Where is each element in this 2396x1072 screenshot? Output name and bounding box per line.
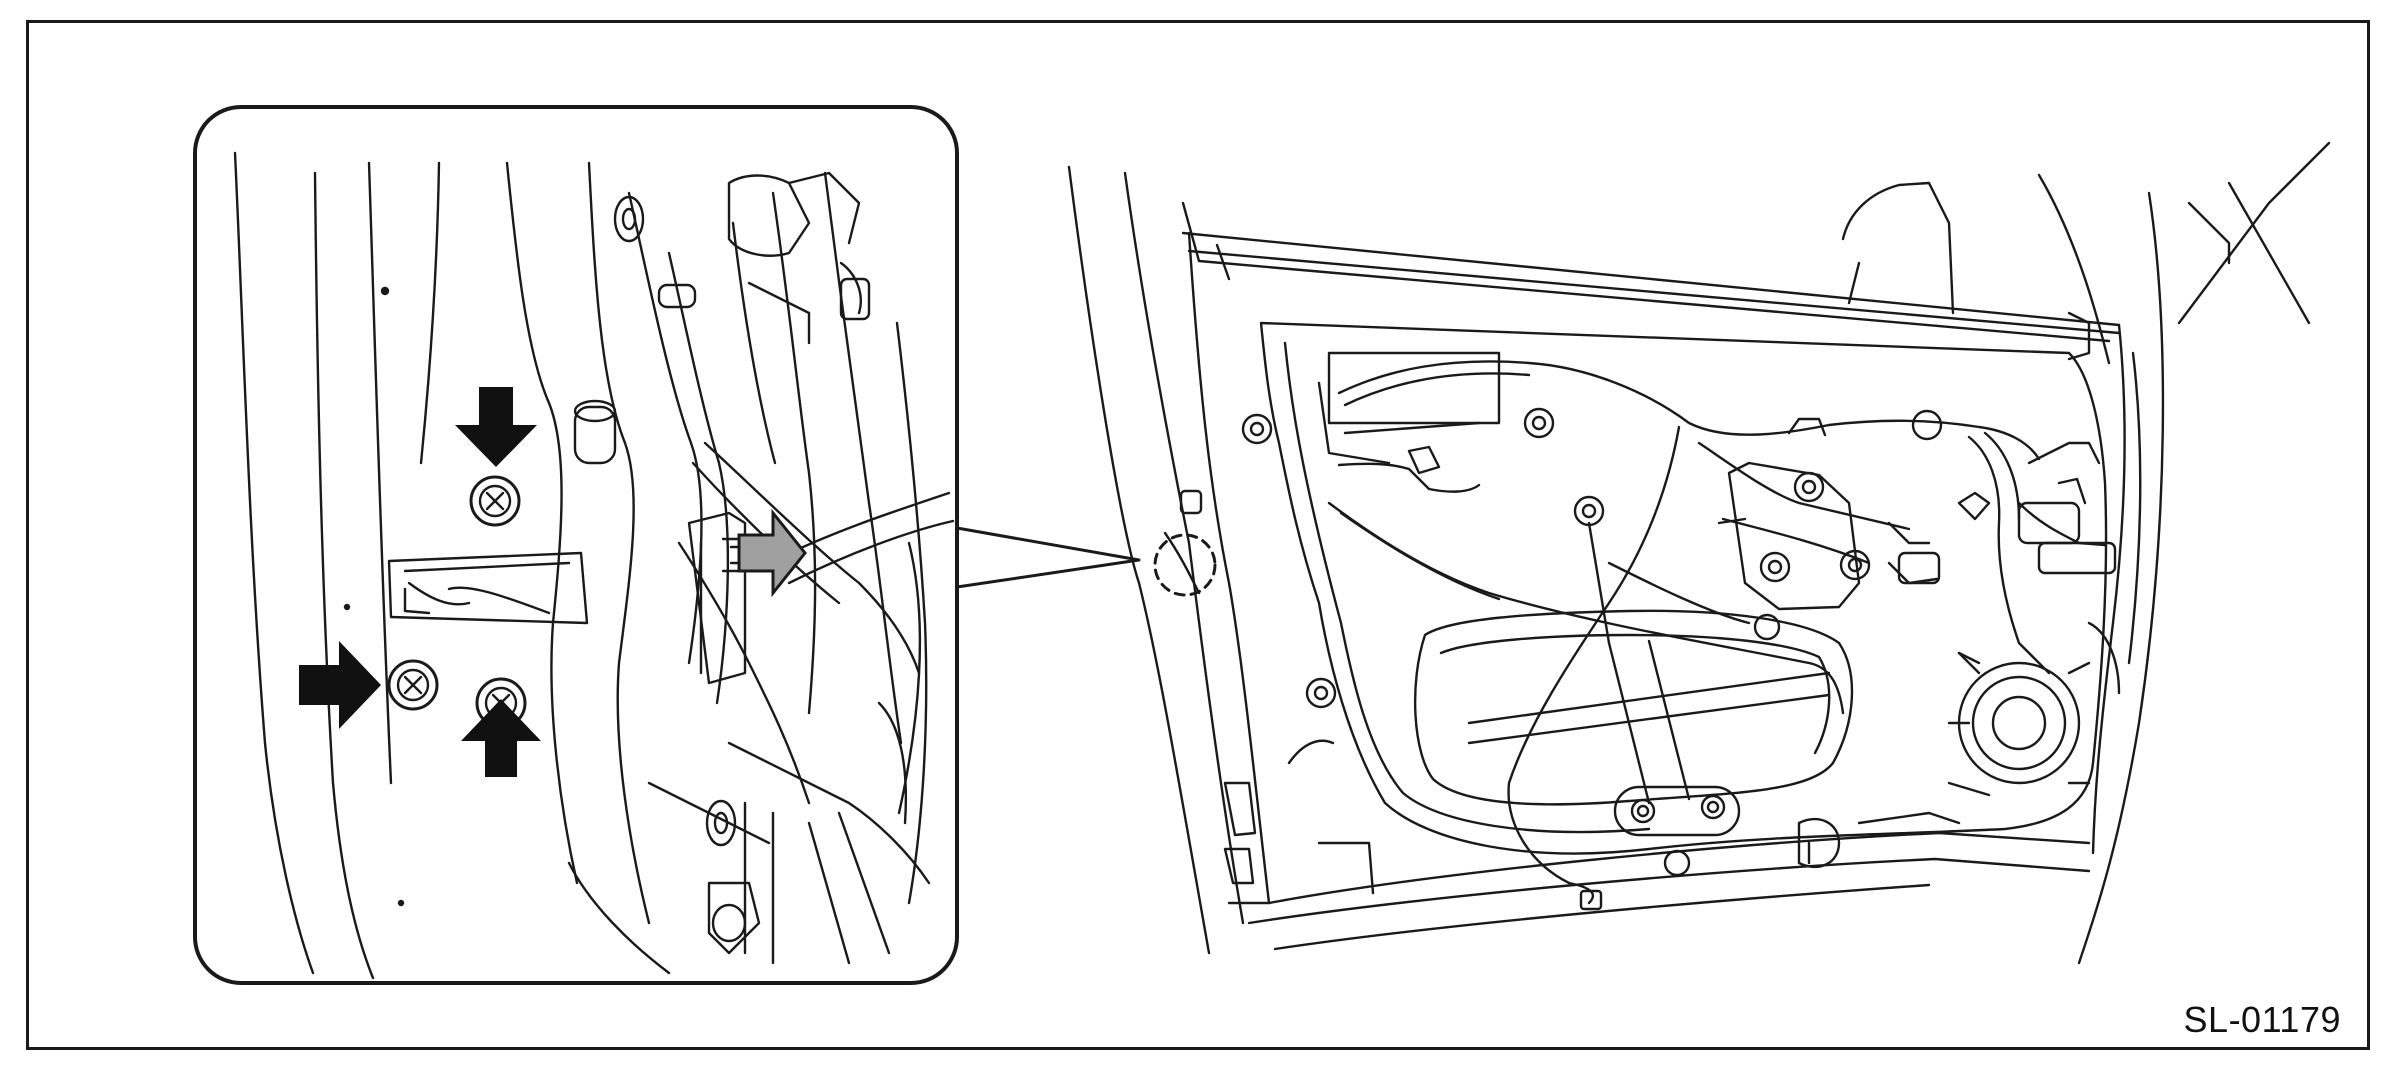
door-panel [1067,141,2331,965]
door-diagram [193,105,2331,985]
inset-border [193,105,959,985]
figure-id-label: SL-01179 [2183,999,2341,1040]
inset-leader [955,526,1141,589]
bolt-icon [469,475,521,527]
dashed-circle-icon [1153,533,1217,597]
bolt-icon [387,659,439,711]
inset-detail [193,105,1141,985]
speaker [1957,661,2081,785]
arrow-up-icon [461,699,541,777]
arrow-right-icon [299,641,381,729]
gray-arrow-right-icon [737,508,807,598]
arrow-down-icon [455,387,537,467]
figure-frame: SL-01179 [26,20,2370,1050]
